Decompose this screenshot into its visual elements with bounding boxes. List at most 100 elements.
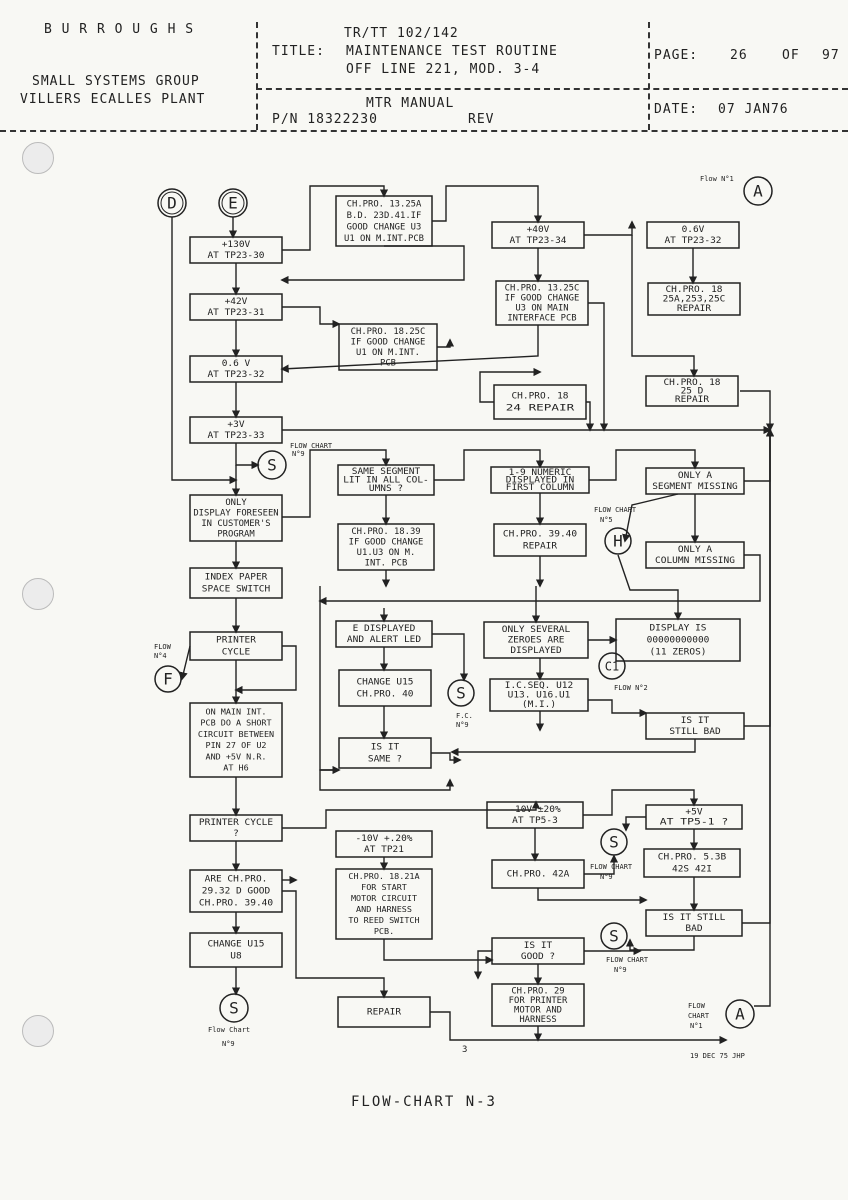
connector-f: F [154, 665, 182, 693]
connector-inner-ring [221, 191, 245, 215]
flow-box-text: SAME ? [368, 754, 402, 765]
flow-box-frame [493, 523, 587, 557]
flow-arrow [621, 816, 646, 832]
flow-box-frame [615, 618, 741, 662]
note-flow4-a: FLOW [154, 643, 172, 651]
flow-arrow [434, 449, 545, 481]
flow-box-frame [335, 830, 433, 858]
doc-ref: TR/TT 102/142 [344, 26, 459, 41]
flow-box-text: INTERFACE PCB [507, 314, 576, 324]
flow-box-text: IS IT [524, 940, 553, 951]
connector-label: E [228, 194, 238, 213]
flow-arrow [584, 854, 619, 875]
flow-arrow [589, 449, 700, 481]
flow-box-chpro-42a: CH.PRO. 42A [491, 859, 585, 889]
flow-box-text: CH.PRO. 18.25C [351, 327, 426, 337]
flow-box-text: IS IT [371, 741, 400, 752]
flow-box-text: AT TP23-33 [207, 430, 264, 441]
flow-box-frame [189, 814, 283, 842]
note-fc9-h: N°9 [614, 966, 627, 974]
flow-box-text: CH.PRO. 40 [356, 689, 413, 700]
flow-box-text: U13. U16.U1 [508, 690, 571, 701]
flow-box-frame [338, 669, 432, 707]
title-label: TITLE: [272, 44, 325, 59]
flow-arrow [617, 554, 683, 621]
connector-s: S [600, 922, 628, 950]
flow-box-text: AT TP5-1 ? [660, 817, 728, 828]
note-flow2: FLOW N°2 [614, 684, 648, 692]
punch-hole-middle [22, 578, 54, 610]
flow-box-text: PCB. [374, 926, 394, 936]
flow-box-text: COLUMN MISSING [655, 555, 735, 566]
flow-box-text: -10V +.20% [355, 833, 413, 844]
flow-arrow [280, 245, 465, 285]
flow-box-frame [338, 737, 432, 769]
flow-arrow [742, 428, 775, 924]
flow-arrow [437, 338, 455, 348]
company-name: B U R R O U G H S [44, 22, 195, 37]
flow-box-text: SAME SEGMENT [352, 466, 421, 477]
flow-box-text: IS IT STILL [663, 912, 726, 923]
connector-label: F [163, 670, 173, 689]
connector-label: S [456, 684, 466, 703]
flow-arrow [744, 428, 775, 727]
flow-box-frame [491, 221, 585, 249]
flow-box-text: ON MAIN INT. [205, 707, 266, 717]
flow-box-text: INDEX PAPER [205, 571, 268, 582]
flow-box-text: IF GOOD CHANGE [505, 294, 580, 304]
flow-box-frame [189, 869, 283, 913]
connector-ring [447, 679, 475, 707]
flow-box-frame [189, 236, 283, 264]
flow-box-frame [335, 195, 433, 247]
flow-box-frame [337, 996, 431, 1028]
flow-box-text: AT H6 [223, 763, 248, 773]
connector-ring [598, 652, 626, 680]
flow-arrow [744, 428, 775, 482]
page-of: OF [782, 48, 800, 63]
note-fc9-c: F.C. [456, 712, 473, 720]
flow-arrow [754, 428, 775, 1007]
flow-box-text: IF GOOD CHANGE [351, 337, 426, 347]
flow-box-v10b: -10V +.20%AT TP21 [335, 830, 433, 858]
flow-box-text: 00000000000 [647, 635, 710, 646]
flow-box-text: CH.PRO. 13.25C [505, 284, 580, 294]
flow-box-text: PIN 27 OF U2 [205, 740, 266, 750]
flow-box-text: +3V [227, 419, 245, 430]
connector-a: A [743, 176, 773, 206]
flow-arrow [432, 633, 469, 682]
flow-box-frame [189, 631, 283, 661]
flow-box-text: DISPLAY FORESEEN [193, 508, 278, 518]
flow-box-text: FIRST COLUMN [506, 482, 574, 493]
flow-box-text: +5V [685, 807, 703, 818]
flow-box-text: AND +5V N.R. [205, 751, 266, 761]
flow-box-frame [338, 323, 438, 371]
connector-c1: C1 [598, 652, 626, 680]
page-number: 26 [730, 48, 748, 63]
flow-box-frame [189, 702, 283, 778]
connector-label: S [229, 999, 239, 1018]
flow-box-frame [645, 375, 739, 407]
note-flow1-a: FLOW [688, 1002, 706, 1010]
connector-label: S [609, 833, 619, 852]
flow-box-frame [645, 712, 745, 740]
flow-box-frame [189, 567, 283, 599]
flow-box-text: AT TP5-3 [512, 815, 558, 826]
flow-arrow [179, 645, 191, 681]
flow-box-frame [647, 282, 741, 316]
flow-box-text: U3 ON MAIN [515, 304, 568, 314]
flow-box-text: CH.PRO. 18 [663, 377, 720, 388]
